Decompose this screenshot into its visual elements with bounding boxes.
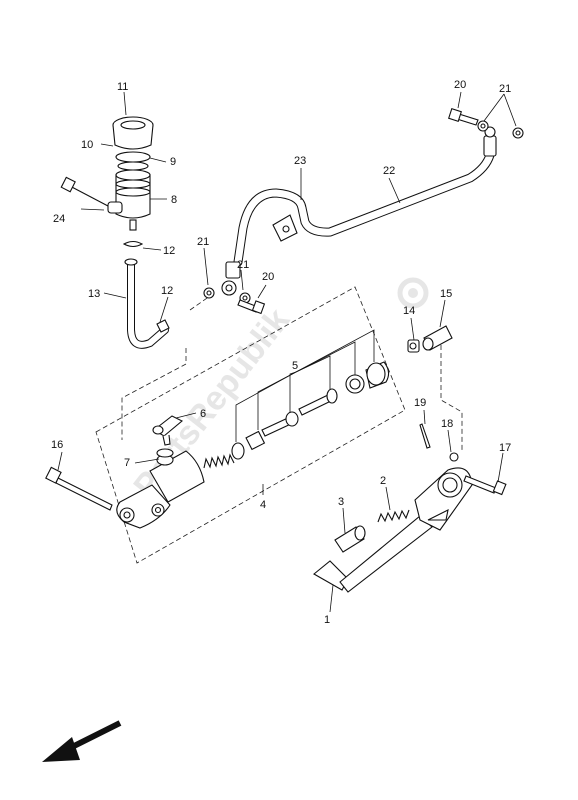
callout-17: 17 <box>499 442 511 454</box>
piston-spring <box>203 453 235 469</box>
brake-hose-bracket <box>272 214 298 242</box>
link-line-reservoir <box>121 348 187 440</box>
union-bolt-upper <box>448 108 479 126</box>
reservoir-tank <box>107 169 151 231</box>
callout-18: 18 <box>441 418 453 430</box>
callout-9: 9 <box>170 156 176 168</box>
callout-15: 15 <box>440 288 452 300</box>
cylinder-bolt <box>45 466 113 511</box>
callout-21-mid: 21 <box>237 259 249 271</box>
callout-20-top: 20 <box>454 79 466 91</box>
hose-end-top <box>124 258 138 266</box>
callout-10: 10 <box>81 139 93 151</box>
callout-21-left: 21 <box>197 236 209 248</box>
callout-12-upper: 12 <box>163 245 175 257</box>
brake-pedal <box>313 467 473 593</box>
callout-7: 7 <box>124 457 130 469</box>
pedal-pivot-bolt <box>463 475 507 496</box>
callout-8: 8 <box>171 194 177 206</box>
callout-19: 19 <box>414 397 426 409</box>
crush-washers-upper <box>477 120 524 139</box>
callout-16: 16 <box>51 439 63 451</box>
reservoir-cap <box>112 116 154 150</box>
callout-20-mid: 20 <box>262 271 274 283</box>
pedal-cotter-pin <box>419 423 431 449</box>
pedal-washer <box>449 452 459 462</box>
link-line-hose <box>189 295 211 311</box>
callout-13: 13 <box>88 288 100 300</box>
callout-12-lower: 12 <box>161 285 173 297</box>
front-direction-arrow-icon <box>42 720 122 762</box>
clevis-nut <box>407 339 420 353</box>
callout-5: 5 <box>292 360 298 372</box>
callout-4: 4 <box>260 499 266 511</box>
hose-union-upper <box>483 126 497 157</box>
hose-clip-lower <box>156 319 170 333</box>
brake-hose-outline <box>233 150 495 267</box>
leader-lines <box>57 91 517 613</box>
callout-24: 24 <box>53 213 65 225</box>
callout-1: 1 <box>324 614 330 626</box>
hose-clip-upper <box>122 240 144 248</box>
callout-14: 14 <box>403 305 415 317</box>
reservoir-plate <box>117 161 149 171</box>
hose-joint <box>152 415 183 446</box>
callout-23: 23 <box>294 155 306 167</box>
pedal-sleeve <box>334 525 366 553</box>
union-bolt-lower <box>237 299 266 315</box>
reservoir-bolt <box>60 176 109 207</box>
joint-oring <box>156 448 174 466</box>
return-spring <box>377 509 410 523</box>
callout-2: 2 <box>380 475 386 487</box>
link-line-pedal <box>440 345 463 452</box>
reservoir-diaphragm <box>115 151 151 163</box>
piston-kit <box>231 361 390 460</box>
callout-21-top: 21 <box>499 83 511 95</box>
clevis <box>422 325 453 351</box>
reservoir-hose-inner <box>128 260 168 348</box>
callout-6: 6 <box>200 408 206 420</box>
callout-11: 11 <box>117 81 128 93</box>
hose-union-lower <box>221 261 241 296</box>
callout-22: 22 <box>383 165 395 177</box>
callout-3: 3 <box>338 496 344 508</box>
gear-watermark-icon <box>397 277 429 309</box>
piston-callout-bracket <box>235 329 375 442</box>
brake-hose-inner <box>234 151 494 266</box>
